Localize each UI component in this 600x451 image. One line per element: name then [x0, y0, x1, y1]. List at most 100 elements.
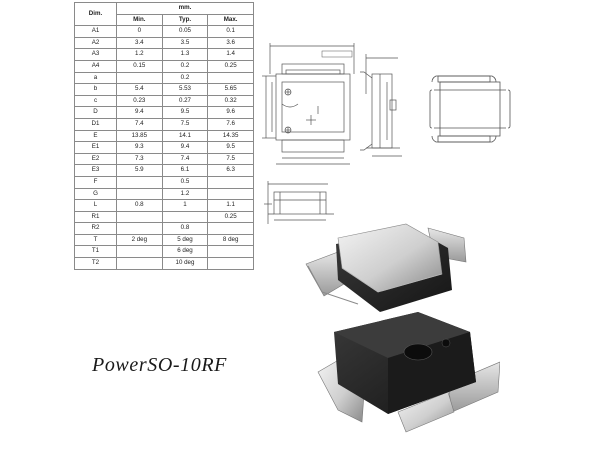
- typ-cell: 5 deg: [161, 233, 209, 247]
- typ-cell: 1.2: [161, 187, 209, 201]
- dim-cell: R2: [74, 222, 117, 235]
- table-row: a 0.2: [74, 71, 254, 85]
- typ-cell: 9.4: [161, 141, 209, 154]
- max-cell: 1.4: [207, 48, 254, 61]
- max-cell: 0.1: [207, 25, 254, 38]
- max-cell: 0.25: [207, 210, 254, 224]
- dim-cell: E2: [74, 152, 117, 166]
- typ-cell: 7.4: [161, 152, 209, 166]
- typ-cell: 14.1: [161, 129, 209, 143]
- table-row: F 0.5: [74, 175, 254, 189]
- max-cell: 7.5: [207, 152, 254, 166]
- min-cell: 1.2: [116, 48, 163, 61]
- max-cell: 7.6: [207, 117, 254, 131]
- package-photo-body-up: [317, 312, 500, 433]
- typ-cell: 10 deg: [161, 257, 209, 270]
- technical-drawings: [262, 43, 511, 224]
- typ-cell: 6.1: [161, 164, 209, 177]
- typ-cell: 1.3: [161, 48, 209, 61]
- typ-cell: 1: [161, 199, 209, 212]
- dim-cell: c: [74, 94, 117, 108]
- dim-cell: E3: [74, 164, 117, 177]
- max-cell: 5.65: [207, 83, 254, 96]
- max-cell: 6.3: [207, 164, 254, 177]
- package-title: PowerSO-10RF: [92, 354, 227, 376]
- typ-cell: 0.05: [161, 25, 209, 38]
- dim-cell: E: [74, 129, 117, 143]
- package-side-view-drawing: [360, 54, 402, 157]
- package-front-section-drawing: [264, 181, 334, 224]
- max-cell: 0.32: [207, 94, 254, 108]
- min-cell: 0.8: [116, 199, 163, 212]
- min-cell: [116, 245, 163, 259]
- dim-cell: A1: [74, 25, 117, 38]
- min-cell: 0.15: [116, 59, 163, 73]
- max-cell: [207, 245, 254, 259]
- dim-cell: R1: [74, 210, 117, 224]
- typ-cell: 6 deg: [161, 245, 209, 259]
- max-cell: 8 deg: [207, 233, 254, 247]
- min-cell: 2 deg: [116, 233, 163, 247]
- min-cell: [116, 222, 163, 235]
- min-cell: [116, 210, 163, 224]
- column-header-typ: Typ.: [161, 13, 209, 27]
- dim-cell: E1: [74, 141, 117, 154]
- min-cell: 9.3: [116, 141, 163, 154]
- typ-cell: 0.2: [161, 71, 209, 85]
- typ-cell: 0.5: [161, 175, 209, 189]
- max-cell: [207, 257, 254, 270]
- min-cell: 5.9: [116, 164, 163, 177]
- unit-header: mm.: [116, 2, 254, 15]
- min-cell: 5.4: [116, 83, 163, 96]
- min-cell: [116, 71, 163, 85]
- column-header-min: Min.: [116, 13, 163, 27]
- table-row: G 1.2: [74, 187, 254, 201]
- min-cell: 0: [116, 25, 163, 38]
- min-cell: 7.4: [116, 117, 163, 131]
- typ-cell: 0.2: [161, 59, 209, 73]
- table-header: Dim. mm. Min. Typ. Max.: [74, 1, 254, 27]
- max-cell: [207, 222, 254, 235]
- max-cell: 9.5: [207, 141, 254, 154]
- dim-cell: T1: [74, 245, 117, 259]
- min-cell: 13.85: [116, 129, 163, 143]
- dim-cell: G: [74, 187, 117, 201]
- min-cell: 0.23: [116, 94, 163, 108]
- max-cell: 9.6: [207, 106, 254, 119]
- dim-cell: b: [74, 83, 117, 96]
- package-end-view-drawing: [429, 75, 511, 143]
- typ-cell: 9.5: [161, 106, 209, 119]
- table-row: R1 0.25: [74, 210, 254, 224]
- min-cell: 7.3: [116, 152, 163, 166]
- typ-cell: 0.27: [161, 94, 209, 108]
- dim-header: Dim.: [74, 1, 117, 27]
- typ-cell: [161, 210, 209, 224]
- dim-cell: A3: [74, 48, 117, 61]
- dim-cell: A4: [74, 59, 117, 73]
- dim-cell: F: [74, 175, 117, 189]
- dim-cell: T: [74, 233, 117, 247]
- column-header-max: Max.: [207, 13, 254, 27]
- dim-cell: a: [74, 71, 117, 85]
- max-cell: [207, 71, 254, 85]
- max-cell: [207, 187, 254, 201]
- dim-cell: D1: [74, 117, 117, 131]
- table-row: T1 6 deg: [74, 245, 254, 259]
- max-cell: [207, 175, 254, 189]
- max-cell: 14.35: [207, 129, 254, 143]
- min-cell: 9.4: [116, 106, 163, 119]
- min-cell: [116, 187, 163, 201]
